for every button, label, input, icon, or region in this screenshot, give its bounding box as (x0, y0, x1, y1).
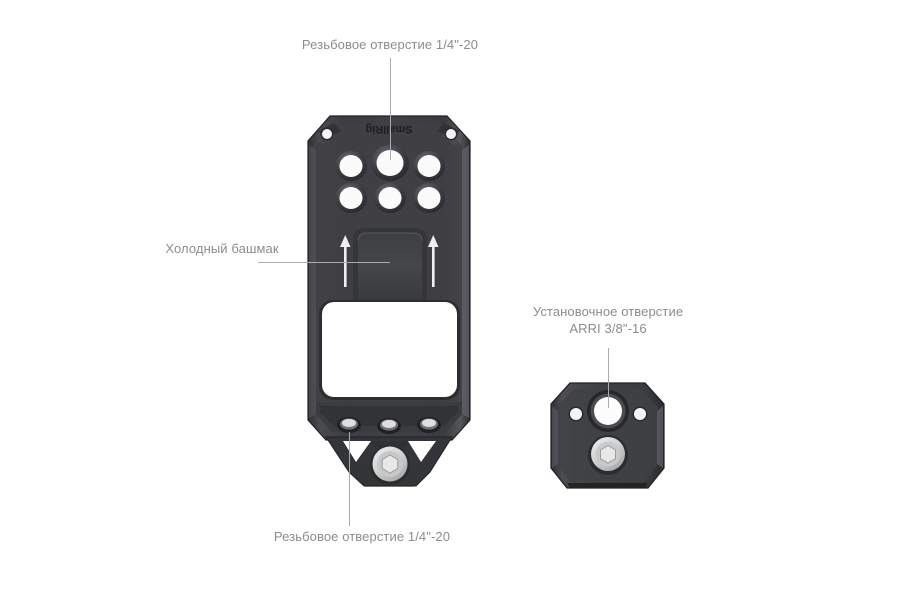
thread-hole (417, 417, 441, 433)
arri-detail-view (550, 382, 665, 489)
locating-pin-hole (632, 406, 648, 422)
direction-arrow-left (340, 235, 351, 287)
leader-line-thread-hole-top (390, 58, 391, 160)
mounting-hole-array (335, 145, 445, 213)
mounting-hole-quarter-thread (371, 145, 409, 181)
leader-line-thread-hole-bottom (349, 432, 350, 526)
mounting-hole (413, 183, 445, 213)
leader-line-cold-shoe (258, 262, 390, 263)
mounting-hole (413, 151, 445, 181)
bottom-bracket (325, 436, 453, 487)
mounting-hole (335, 183, 367, 213)
mounting-hole (374, 183, 406, 213)
large-cutout (319, 300, 460, 400)
bottom-thread-holes (337, 417, 441, 434)
callout-thread-hole-bottom: Резьбовое отверстие 1/4"-20 (227, 528, 497, 545)
callout-arri-mounting-hole: Установочное отверстие ARRI 3/8"-16 (505, 303, 711, 337)
leader-line-arri-hole (608, 348, 609, 408)
callout-thread-hole-bottom-label: Резьбовое отверстие 1/4"-20 (273, 529, 451, 544)
callout-cold-shoe-label: Холодный башмак (165, 241, 279, 256)
locating-pin-hole (568, 406, 584, 422)
callout-arri-line-1: Установочное отверстие (532, 304, 684, 319)
thread-hole (337, 417, 361, 433)
callout-arri-line-2: ARRI 3/8"-16 (569, 321, 647, 336)
detail-hex-bolt (588, 435, 628, 475)
brand-logo: SmallRig (365, 123, 412, 135)
thread-hole (377, 418, 401, 434)
callout-thread-hole-top-label: Резьбовое отверстие 1/4"-20 (301, 37, 479, 52)
mounting-hole (335, 151, 367, 181)
callout-thread-hole-top: Резьбовое отверстие 1/4"-20 (255, 36, 525, 53)
arri-hole (587, 390, 629, 432)
callout-cold-shoe: Холодный башмак (132, 240, 312, 257)
cold-shoe-mount (340, 228, 439, 300)
direction-arrow-right (428, 235, 439, 287)
main-plate-body: SmallRig (307, 115, 471, 487)
